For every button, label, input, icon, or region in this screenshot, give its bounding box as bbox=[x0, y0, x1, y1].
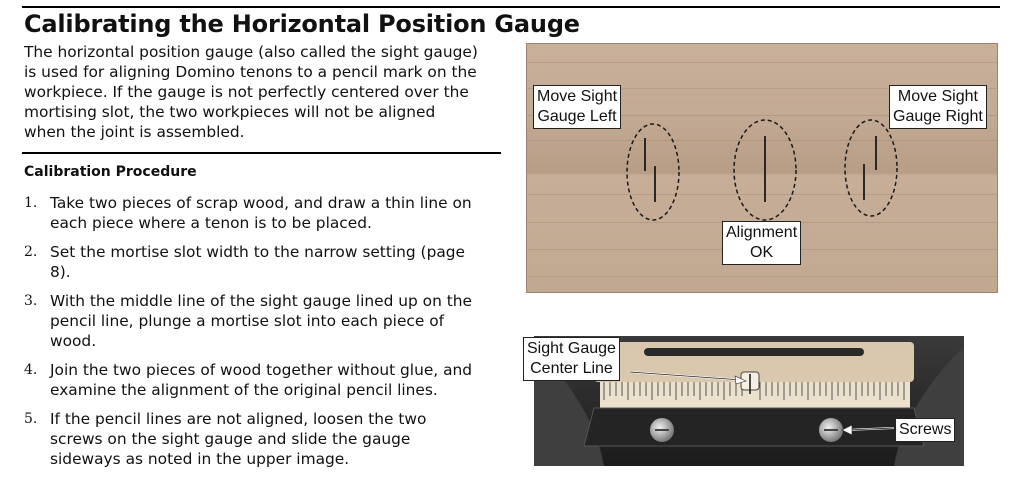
intro-paragraph: The horizontal position gauge (also call… bbox=[24, 42, 502, 142]
label-line: Gauge Left bbox=[537, 108, 617, 125]
intro-line: mortising slot, the two workpieces will … bbox=[24, 103, 436, 121]
step-line: wood. bbox=[50, 332, 97, 350]
step-line: each piece where a tenon is to be placed… bbox=[50, 214, 372, 232]
intro-line: workpiece. If the gauge is not perfectly… bbox=[24, 83, 469, 101]
step-line: examine the alignment of the original pe… bbox=[50, 381, 438, 399]
intro-line: when the joint is assembled. bbox=[24, 123, 245, 141]
step-item: 4. Join the two pieces of wood together … bbox=[24, 360, 504, 400]
alignment-figure: Move Sight Gauge Left Move Sight Gauge R… bbox=[526, 43, 998, 293]
move-right-label: Move Sight Gauge Right bbox=[889, 85, 987, 129]
step-line: If the pencil lines are not aligned, loo… bbox=[50, 410, 427, 428]
label-line: Center Line bbox=[530, 360, 613, 377]
top-rule bbox=[22, 6, 1000, 8]
step-line: pencil line, plunge a mortise slot into … bbox=[50, 312, 445, 330]
section-rule bbox=[22, 152, 501, 154]
step-item: 1. Take two pieces of scrap wood, and dr… bbox=[24, 193, 504, 233]
label-line: Move Sight bbox=[537, 88, 618, 105]
gauge-outline-left bbox=[626, 123, 680, 221]
procedure-steps: 1. Take two pieces of scrap wood, and dr… bbox=[24, 193, 504, 478]
step-item: 5. If the pencil lines are not aligned, … bbox=[24, 409, 504, 469]
step-number: 1. bbox=[24, 195, 38, 211]
label-line: Screws bbox=[899, 421, 952, 438]
step-line: Take two pieces of scrap wood, and draw … bbox=[50, 194, 472, 212]
page-title: Calibrating the Horizontal Position Gaug… bbox=[24, 10, 580, 38]
label-line: OK bbox=[750, 244, 774, 261]
gauge-outline-right bbox=[844, 119, 898, 217]
center-line-label: Sight Gauge Center Line bbox=[523, 337, 620, 381]
label-line: Alignment bbox=[726, 224, 798, 241]
step-number: 3. bbox=[24, 293, 38, 309]
step-number: 5. bbox=[24, 411, 38, 427]
step-number: 4. bbox=[24, 362, 38, 378]
section-title: Calibration Procedure bbox=[24, 164, 197, 180]
label-line: Gauge Right bbox=[893, 108, 983, 125]
intro-line: is used for aligning Domino tenons to a … bbox=[24, 63, 477, 81]
step-item: 2. Set the mortise slot width to the nar… bbox=[24, 242, 504, 282]
step-text: If the pencil lines are not aligned, loo… bbox=[50, 409, 426, 469]
step-text: Take two pieces of scrap wood, and draw … bbox=[50, 193, 472, 233]
gauge-diagram bbox=[626, 119, 898, 221]
move-left-label: Move Sight Gauge Left bbox=[533, 85, 622, 129]
label-line: Sight Gauge bbox=[527, 340, 616, 357]
step-item: 3. With the middle line of the sight gau… bbox=[24, 291, 504, 351]
step-line: Join the two pieces of wood together wit… bbox=[50, 361, 473, 379]
step-number: 2. bbox=[24, 244, 38, 260]
step-line: 8). bbox=[50, 263, 71, 281]
gauge-outline-center bbox=[733, 119, 797, 221]
step-text: Join the two pieces of wood together wit… bbox=[50, 360, 472, 400]
step-text: With the middle line of the sight gauge … bbox=[50, 291, 472, 351]
step-line: screws on the sight gauge and slide the … bbox=[50, 430, 411, 448]
label-line: Move Sight bbox=[897, 88, 978, 105]
step-text: Set the mortise slot width to the narrow… bbox=[50, 242, 465, 282]
step-line: Set the mortise slot width to the narrow… bbox=[50, 243, 466, 261]
intro-line: The horizontal position gauge (also call… bbox=[24, 43, 478, 61]
step-line: With the middle line of the sight gauge … bbox=[50, 292, 472, 310]
screws-label: Screws bbox=[895, 418, 956, 442]
step-line: sideways as noted in the upper image. bbox=[50, 450, 350, 468]
alignment-ok-label: Alignment OK bbox=[722, 221, 802, 265]
